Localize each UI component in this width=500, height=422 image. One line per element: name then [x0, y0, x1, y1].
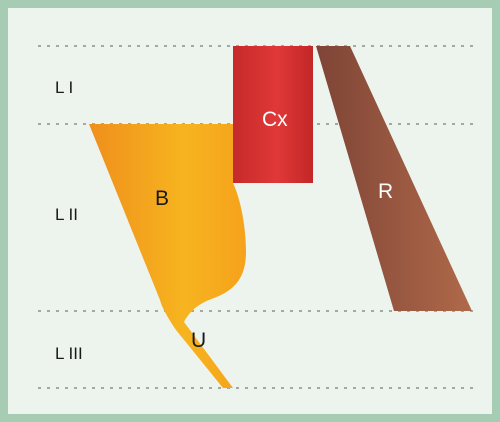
layer-label-1: L I — [55, 78, 73, 97]
layer-label-3: L III — [55, 344, 83, 363]
region-cx-shape — [233, 46, 313, 183]
region-cx-label: Cx — [262, 108, 288, 131]
region-u-label: U — [191, 329, 206, 352]
region-b-shape — [89, 124, 246, 388]
region-r-shape — [316, 46, 472, 311]
layer-label-2: L II — [55, 205, 78, 224]
region-r-label: R — [378, 180, 393, 203]
region-b-label: B — [155, 187, 169, 210]
